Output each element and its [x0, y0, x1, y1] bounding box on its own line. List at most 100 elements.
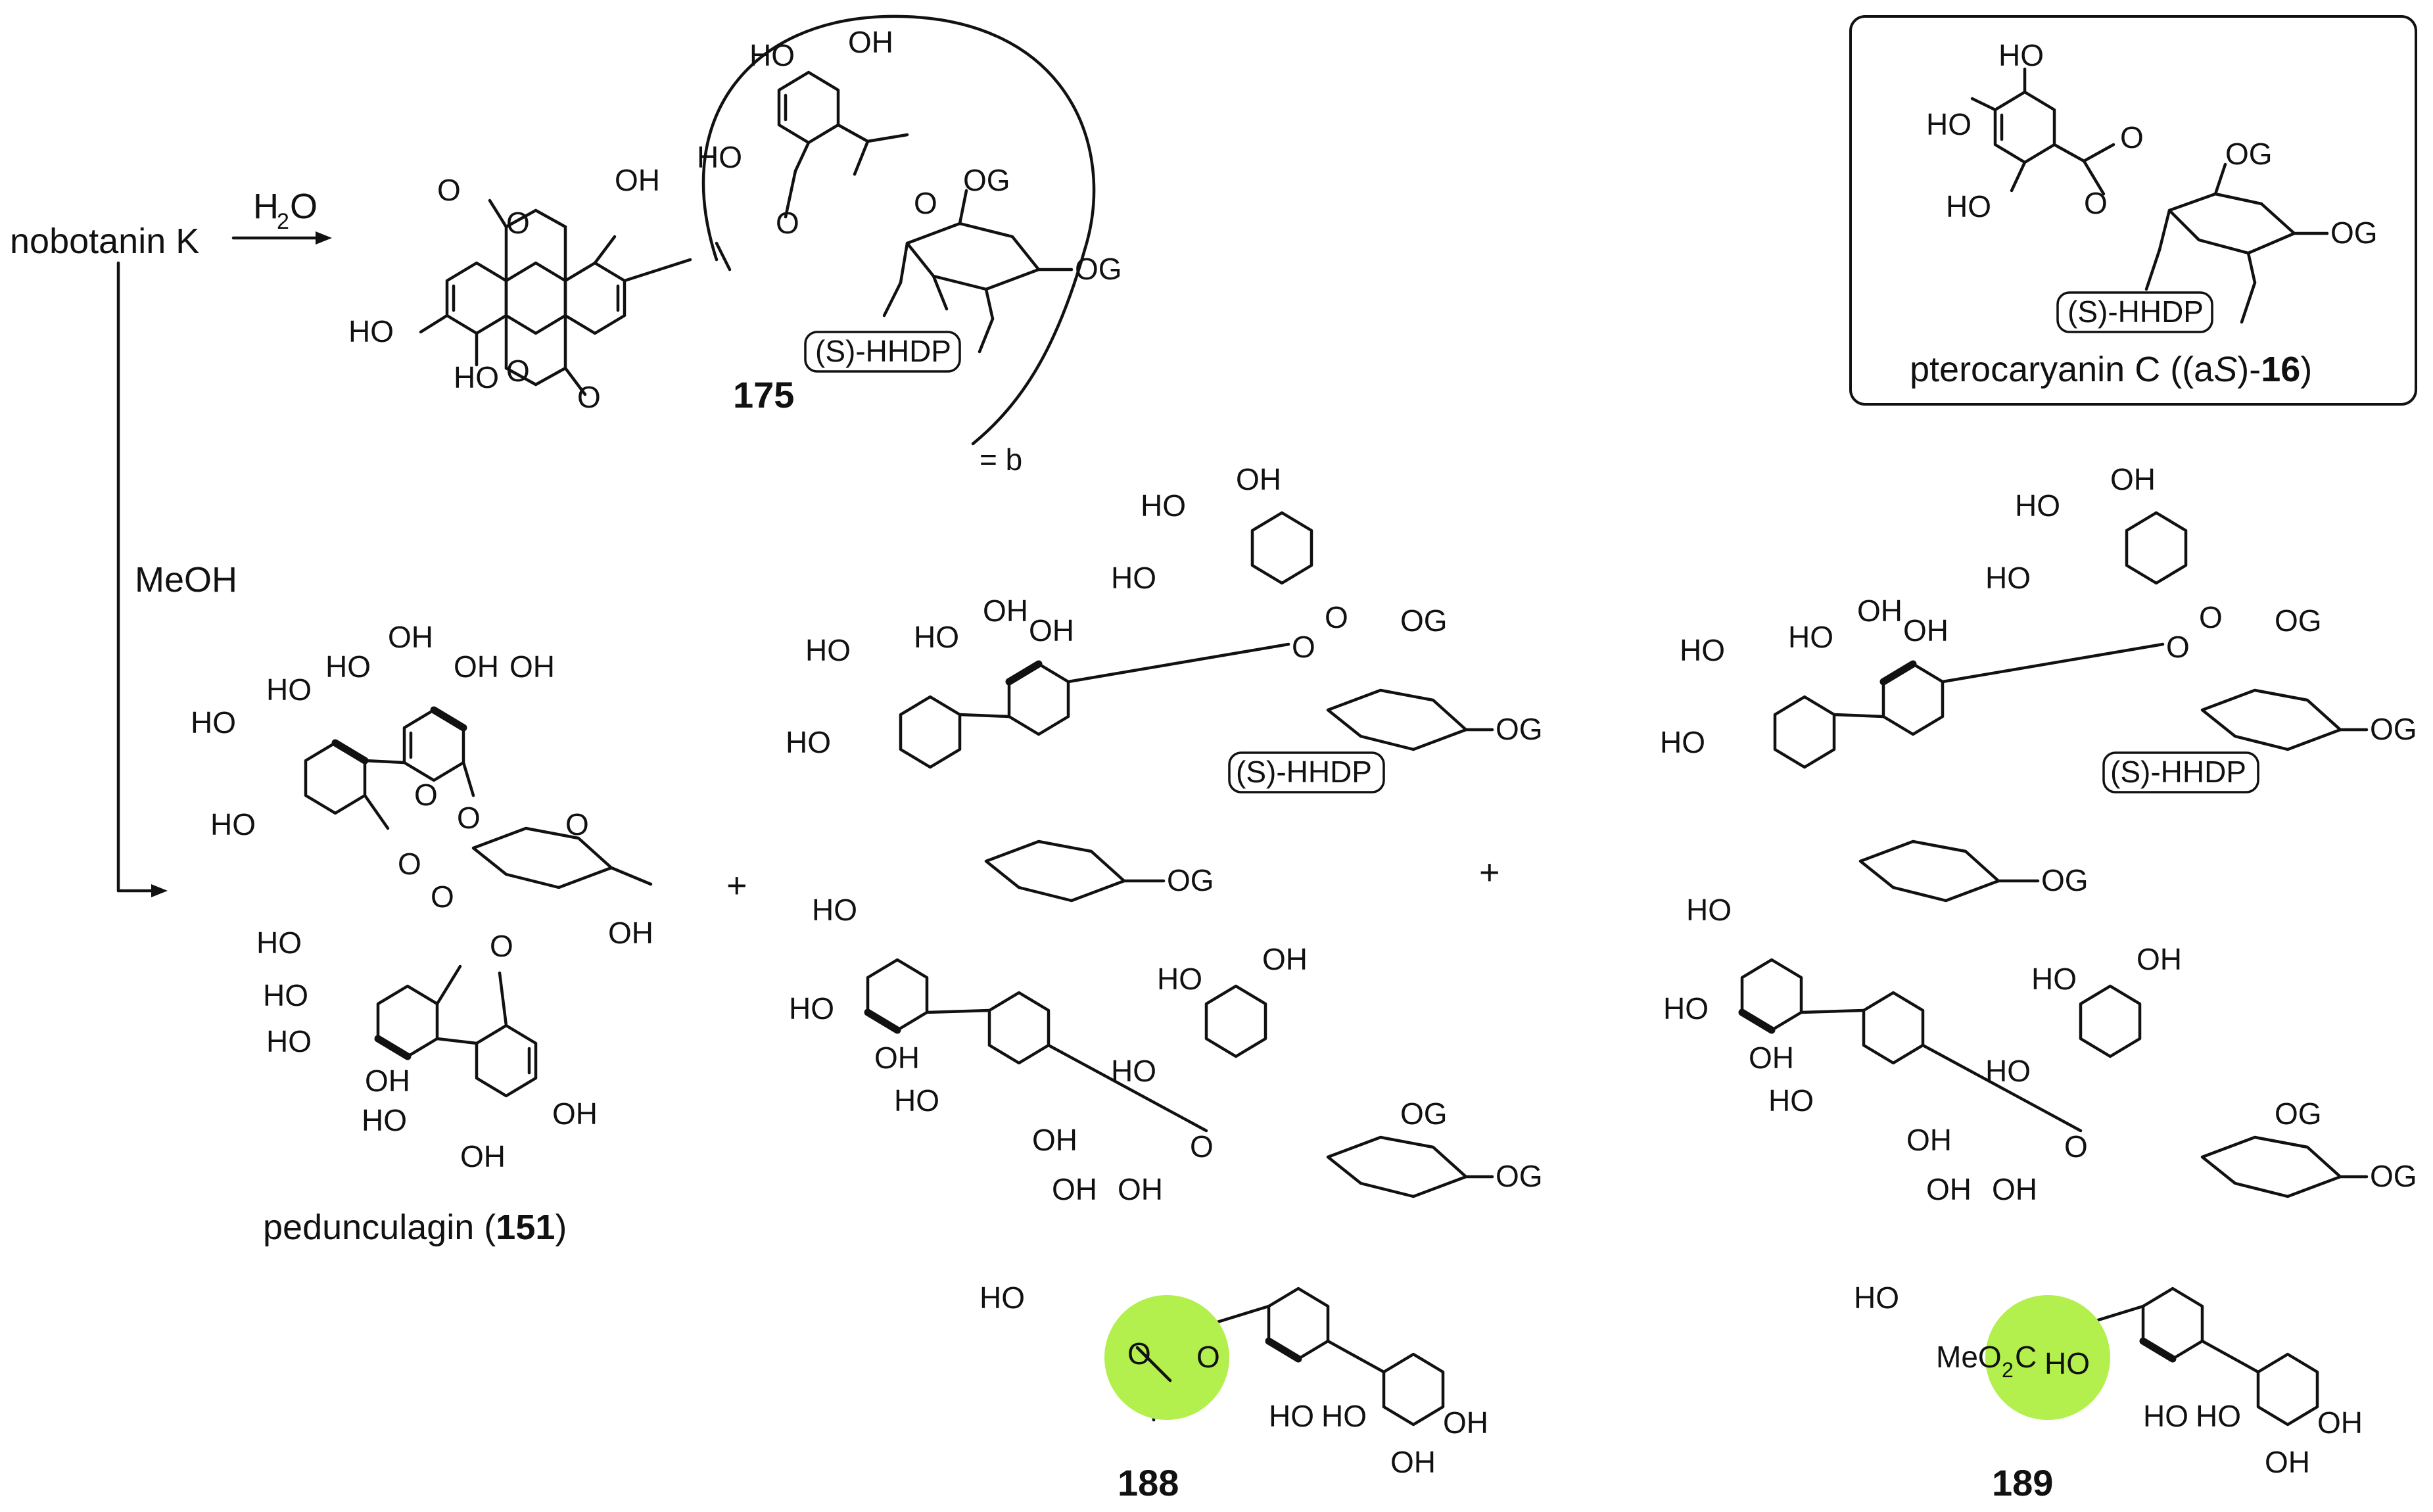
- atom-label: OG: [2041, 863, 2089, 897]
- atom-label: OH: [615, 163, 660, 197]
- atom-label: HO: [1985, 1054, 2031, 1088]
- svg-text:C: C: [2015, 1340, 2037, 1374]
- hhdp-label-inset: (S)-HHDP: [2067, 295, 2204, 329]
- atom-label: OH: [1926, 1172, 1972, 1206]
- atom-label: HO: [1854, 1281, 1899, 1315]
- atom-label: O: [2064, 1129, 2088, 1164]
- atom-label: OH: [1236, 462, 1281, 496]
- atom-label: OG: [1167, 863, 1214, 897]
- atom-label: O: [506, 206, 530, 240]
- atom-label: OH: [1029, 613, 1074, 648]
- atom-label: OH: [509, 650, 555, 684]
- atom-label: HO: [1157, 962, 1202, 996]
- atom-label: OG: [2370, 712, 2417, 746]
- atom-label: HO: [1660, 725, 1705, 759]
- atom-label: HO: [697, 140, 742, 174]
- atom-label: HO: [1946, 189, 1991, 224]
- atom-label: OG: [2330, 216, 2378, 250]
- atom-label: HO: [191, 705, 236, 740]
- atom-label: HO: [980, 1281, 1025, 1315]
- atom-label: OG: [2275, 603, 2322, 638]
- atom-label: O: [457, 801, 481, 835]
- atom-label: OG: [1400, 603, 1448, 638]
- atom-label: O: [577, 380, 601, 414]
- atom-label: OH: [848, 25, 893, 59]
- atom-label: OH: [365, 1064, 410, 1098]
- hhdp-label-188: (S)-HHDP: [1236, 755, 1372, 789]
- atom-label: O: [1127, 1336, 1151, 1371]
- lactone-highlight-188: [1104, 1295, 1229, 1420]
- atom-label: OH: [983, 594, 1028, 628]
- atom-label: HO: [1788, 620, 1833, 654]
- atom-label: HO: [749, 38, 795, 72]
- atom-label: HO: [1321, 1399, 1367, 1433]
- atom-label: OH: [1992, 1172, 2037, 1206]
- atom-label: OH: [1906, 1123, 1952, 1157]
- atom-label: HO: [325, 650, 371, 684]
- atom-label: OG: [963, 163, 1010, 197]
- atom-label: HO: [2196, 1399, 2241, 1433]
- atom-label: HO: [786, 725, 831, 759]
- starting-material-label: nobotanin K: [10, 222, 199, 261]
- atom-label: O: [431, 880, 454, 914]
- atom-label: OH: [1390, 1445, 1436, 1479]
- atom-label: OH: [388, 620, 433, 654]
- atom-label: HO: [914, 620, 959, 654]
- atom-label: HO: [454, 360, 499, 394]
- atom-label: HO: [894, 1083, 939, 1118]
- atom-label: OH: [1903, 613, 1949, 648]
- compound-189-structure: [1738, 511, 2369, 1427]
- atom-label: OH: [874, 1041, 920, 1075]
- svg-text:2: 2: [277, 209, 289, 234]
- atom-label: OH: [2137, 942, 2182, 976]
- svg-text:2: 2: [2002, 1358, 2014, 1382]
- reagent-meoh: MeOH: [135, 560, 237, 600]
- atom-label: O: [1325, 600, 1348, 634]
- atom-label: O: [398, 847, 421, 881]
- atom-label: HO: [1686, 893, 1732, 927]
- atom-label: HO: [210, 807, 256, 841]
- atom-label: O: [506, 354, 530, 388]
- atom-label: HO: [2015, 488, 2060, 523]
- atom-label: OH: [2265, 1445, 2310, 1479]
- atom-label: HO: [348, 314, 394, 348]
- compound-175-structure: [419, 14, 1096, 446]
- compound-number-189: 189: [1992, 1462, 2053, 1503]
- atom-label: OH: [1032, 1123, 1077, 1157]
- atom-label: O: [414, 778, 438, 812]
- atom-label: O: [565, 807, 589, 841]
- atom-label: HO: [812, 893, 857, 927]
- atom-label: OH: [1118, 1172, 1163, 1206]
- atom-label: OH: [2110, 462, 2156, 496]
- atom-label: O: [776, 206, 799, 240]
- atom-label: OG: [2225, 137, 2273, 171]
- atom-label: HO: [1663, 991, 1709, 1026]
- atom-label: HO: [1926, 107, 1972, 141]
- atom-label: HO: [2143, 1399, 2188, 1433]
- atom-label: HO: [1111, 1054, 1156, 1088]
- atom-label: O: [1196, 1340, 1220, 1374]
- pedunculagin-structure: [304, 706, 653, 1098]
- atom-label: HO: [2044, 1346, 2090, 1381]
- atom-label: HO: [1141, 488, 1186, 523]
- reagent-h2o: H 2 O: [253, 187, 318, 234]
- atom-label: HO: [1768, 1083, 1814, 1118]
- atom-label: OH: [460, 1139, 506, 1173]
- hhdp-label-175: (S)-HHDP: [815, 334, 951, 368]
- b-label: = b: [980, 442, 1022, 477]
- atom-label: OH: [2317, 1406, 2363, 1440]
- atom-label: O: [2199, 600, 2223, 634]
- atom-label: O: [2166, 630, 2190, 664]
- atom-label: HO: [1985, 561, 2031, 595]
- atom-label: HO: [362, 1103, 407, 1137]
- atom-label: OH: [1749, 1041, 1794, 1075]
- ester-highlight-189: [1985, 1295, 2110, 1420]
- methyl-ester-label: MeO 2 C: [1936, 1340, 2037, 1382]
- atom-label: HO: [1269, 1399, 1314, 1433]
- atom-label: OG: [1400, 1097, 1448, 1131]
- atom-label: O: [1292, 630, 1315, 664]
- atom-label: HO: [256, 926, 302, 960]
- atom-label: O: [2120, 120, 2144, 154]
- inset-caption: pterocaryanin C ((aS)-16): [1910, 350, 2312, 389]
- plus-sign-1: +: [726, 866, 747, 905]
